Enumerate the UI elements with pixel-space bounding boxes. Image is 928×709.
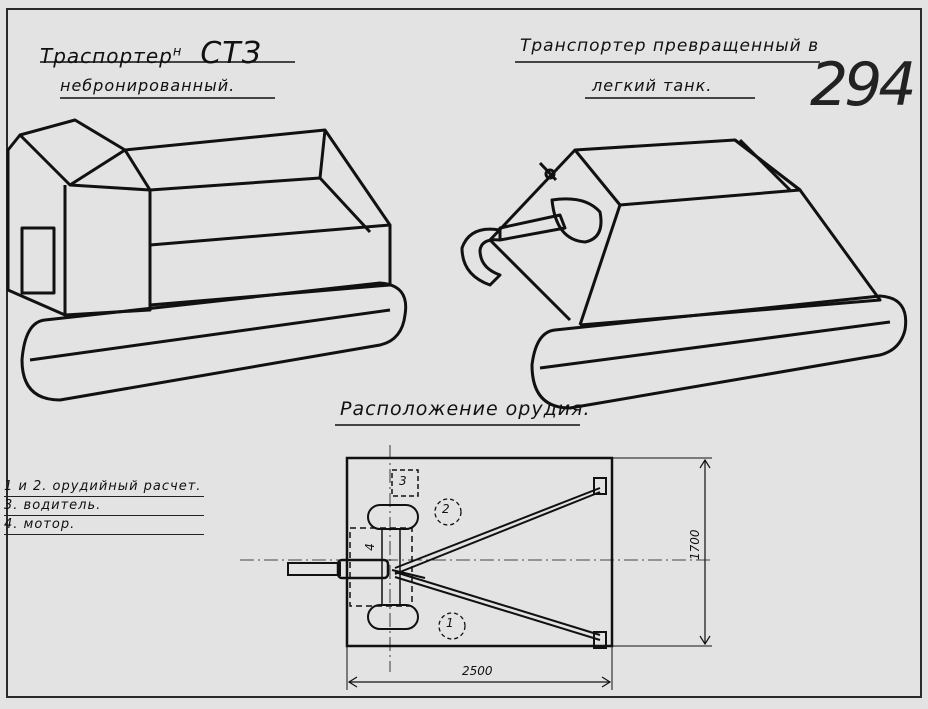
dimension-length: 2500 (462, 664, 493, 678)
dimension-width: 1700 (688, 529, 702, 560)
plan-label-3: 3 (399, 474, 407, 488)
sheet-frame (6, 8, 922, 698)
left-subtitle: небронированный. (60, 76, 236, 95)
legend-item: 3. водитель. (4, 497, 204, 516)
section-title: Расположение орудия. (340, 398, 591, 420)
gun-layout-plan (240, 445, 712, 690)
right-title: Транспортер превращенный в (520, 36, 820, 56)
left-title: Траспортерн СТЗ (40, 36, 262, 71)
left-title-prefix: Траспортер (40, 44, 173, 68)
plan-label-4: 4 (362, 543, 377, 551)
plan-label-1: 1 (446, 616, 454, 630)
right-subtitle: легкий танк. (592, 76, 713, 95)
legend-item: 1 и 2. орудийный расчет. (4, 478, 204, 497)
light-tank-sketch (460, 138, 908, 410)
legend-item: 4. мотор. (4, 516, 204, 535)
left-title-insert: н (172, 44, 183, 60)
unarmored-transporter-sketch (6, 118, 408, 402)
plan-label-2: 2 (442, 502, 450, 516)
folio-number: 294 (810, 50, 917, 120)
left-title-name: СТЗ (200, 36, 262, 71)
legend: 1 и 2. орудийный расчет. 3. водитель. 4.… (4, 478, 204, 535)
